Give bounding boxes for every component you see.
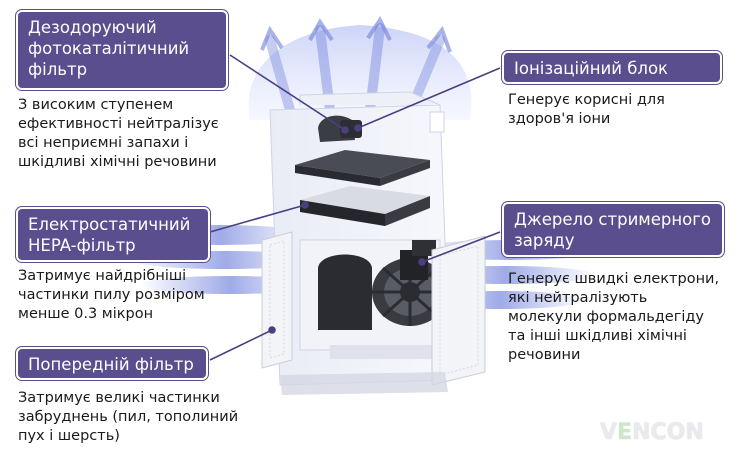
ionizer-unit xyxy=(318,115,362,142)
leader-line-ionizer xyxy=(357,67,501,129)
leader-dot-ionizer xyxy=(354,124,362,132)
hepa-filter xyxy=(300,186,430,226)
desc-streamer-source: Генерує швидкі електрони, які нейтралізу… xyxy=(508,271,720,363)
label-pre-filter: Попередній фільтр xyxy=(16,347,208,380)
pre-filter-right xyxy=(431,235,486,386)
desc-hepa-filter: Затримує найдрібніші частинки пилу розмі… xyxy=(18,268,205,322)
leader-line-hepa xyxy=(209,204,306,233)
desc-pre-filter: Затримує великі частинки забруднень (пил… xyxy=(18,390,239,444)
label-streamer-source: Джерело стримерного заряду xyxy=(502,202,724,257)
desc-deodorizing-filter: З високим ступенем ефективності нейтралі… xyxy=(18,97,219,170)
leader-dot-hepa xyxy=(301,201,309,209)
leader-dot-deodorizing xyxy=(341,126,349,134)
vencon-logo: VENCON xyxy=(600,420,704,445)
label-deodorizing-filter: Дезодоруючий фотокаталітичний фільтр xyxy=(16,10,228,90)
leader-lines xyxy=(209,54,501,361)
pre-filter-left xyxy=(261,231,293,369)
leader-dot-streamer xyxy=(418,258,426,266)
logo-suffix: NCON xyxy=(632,420,704,445)
label-ionization-unit: Іонізаційний блок xyxy=(502,51,722,84)
leader-dot-prefilter xyxy=(268,326,276,334)
photocatalytic-filter xyxy=(295,150,430,186)
label-hepa-filter: Електростатичний HEPA-фільтр xyxy=(16,207,210,262)
leader-line-streamer xyxy=(421,231,501,263)
base-plate xyxy=(280,372,448,395)
logo-prefix: V xyxy=(600,420,618,445)
desc-ionization-unit: Генерує корисні для здоров'я іони xyxy=(508,92,665,127)
leader-line-deodorizing xyxy=(229,54,346,131)
leader-line-prefilter xyxy=(209,329,273,361)
logo-accent: E xyxy=(617,420,633,445)
